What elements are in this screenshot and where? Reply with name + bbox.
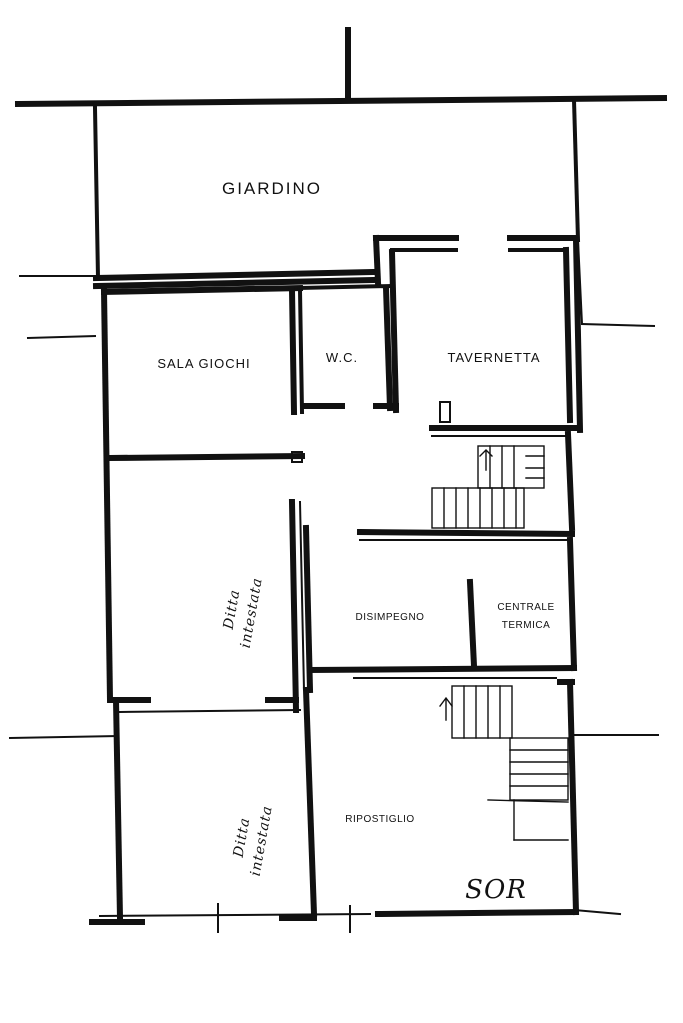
room-labels: GIARDINO SALA GIOCHI W.C. TAVERNETTA DIS…: [157, 179, 554, 825]
property-lines: [8, 27, 668, 916]
room-label-centrale: CENTRALE: [497, 602, 554, 613]
building-walls: [89, 234, 584, 933]
ditta-label-2a: Ditta: [231, 816, 254, 859]
room-label-termica: TERMICA: [502, 620, 551, 631]
room-label-tavernetta: TAVERNETTA: [447, 350, 540, 365]
stair-upper: [431, 445, 545, 529]
stair-lower: [439, 685, 569, 841]
garden-wall: [92, 268, 380, 290]
room-label-ripostiglio: RIPOSTIGLIO: [345, 814, 414, 825]
room-label-wc: W.C.: [326, 350, 358, 365]
ditta-label-1a: Ditta: [221, 588, 244, 631]
ditta-label-2b: intestata: [248, 804, 276, 877]
room-label-sala-giochi: SALA GIOCHI: [157, 356, 250, 371]
north-mark: SOR: [465, 875, 527, 905]
room-label-giardino: GIARDINO: [222, 179, 322, 198]
room-label-disimpegno: DISIMPEGNO: [356, 612, 425, 623]
ditta-label-1b: intestata: [238, 576, 266, 649]
